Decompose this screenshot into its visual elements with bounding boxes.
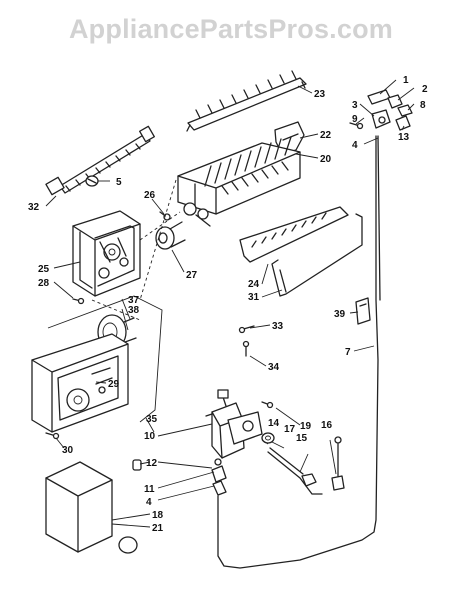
part-1-fitting (367, 89, 391, 105)
callout-16: 16 (321, 420, 333, 431)
part-24-fill-strip (239, 206, 349, 263)
callout-21: 21 (152, 523, 164, 534)
callout-34: 34 (268, 362, 280, 373)
part-16-clamp (331, 436, 345, 491)
callout-17: 17 (284, 424, 296, 435)
watermark-text: AppliancePartsPros.com (68, 14, 393, 44)
part-9-screw (349, 122, 364, 130)
callout-15: 15 (296, 433, 308, 444)
part-5-clip (85, 175, 99, 187)
part-30-screw (45, 432, 60, 440)
part-20-ice-mold (177, 136, 301, 227)
callout-26: 26 (144, 190, 156, 201)
part-29-module-cover (31, 333, 129, 433)
part-21-knob (118, 536, 138, 554)
callout-39: 39 (334, 309, 346, 320)
part-10-water-valve (205, 389, 263, 459)
callout-20: 20 (320, 154, 332, 165)
callout-32: 32 (28, 202, 40, 213)
callout-25: 25 (38, 264, 50, 275)
callout-5: 5 (116, 177, 122, 188)
part-13-fitting (395, 115, 411, 131)
callout-2: 2 (422, 84, 428, 95)
callout-18: 18 (152, 510, 164, 521)
part-4-fitting-lower (212, 480, 227, 496)
callout-31: 31 (248, 292, 260, 303)
callout-38: 38 (128, 305, 140, 316)
part-17-nut (261, 432, 275, 444)
callout-33: 33 (272, 321, 284, 332)
callout-10: 10 (144, 431, 156, 442)
callout-3: 3 (352, 100, 358, 111)
part-18-cover-box (45, 461, 113, 553)
callout-29: 29 (108, 379, 120, 390)
part-34-screw (242, 340, 250, 357)
callout-7: 7 (345, 347, 351, 358)
callout-4-lower: 4 (146, 497, 152, 508)
callout-35: 35 (146, 414, 158, 425)
callout-8: 8 (420, 100, 426, 111)
part-15-tube (267, 447, 323, 495)
part-23-ejector-rail (186, 70, 307, 132)
part-11-fitting (211, 458, 227, 483)
callout-24: 24 (248, 279, 260, 290)
part-12-fitting (132, 459, 142, 471)
callout-13: 13 (398, 132, 410, 143)
callout-4: 4 (352, 140, 358, 151)
callout-23: 23 (314, 89, 326, 100)
callout-19: 19 (300, 421, 312, 432)
callout-12: 12 (146, 458, 158, 469)
part-26-screw (159, 211, 171, 221)
part-33-screw (238, 325, 255, 334)
module-outline (47, 295, 163, 423)
callout-37: 37 (128, 295, 140, 306)
part-25-motor-housing (72, 210, 141, 297)
assembly-guide-lines (91, 179, 181, 321)
callout-28: 28 (38, 278, 50, 289)
part-8-fitting (397, 104, 413, 117)
part-31-shutoff-arm (271, 213, 363, 297)
part-28-screw (72, 297, 85, 305)
callout-9: 9 (352, 114, 358, 125)
callout-1: 1 (403, 75, 409, 86)
callout-11: 11 (144, 484, 155, 495)
callout-30: 30 (62, 445, 74, 456)
callout-27: 27 (186, 270, 198, 281)
callout-14: 14 (268, 418, 280, 429)
part-2-nut (387, 94, 403, 109)
part-32-wire-harness (45, 125, 155, 196)
leader-lines (45, 79, 415, 528)
callout-22: 22 (320, 130, 332, 141)
part-3-bracket (371, 109, 391, 129)
part-39-clip (355, 297, 371, 325)
part-7-fill-tube (217, 135, 381, 569)
callout-numbers: 1 2 3 4 5 7 8 9 10 11 12 13 14 15 16 17 … (28, 75, 428, 534)
part-19-screw (261, 401, 274, 409)
